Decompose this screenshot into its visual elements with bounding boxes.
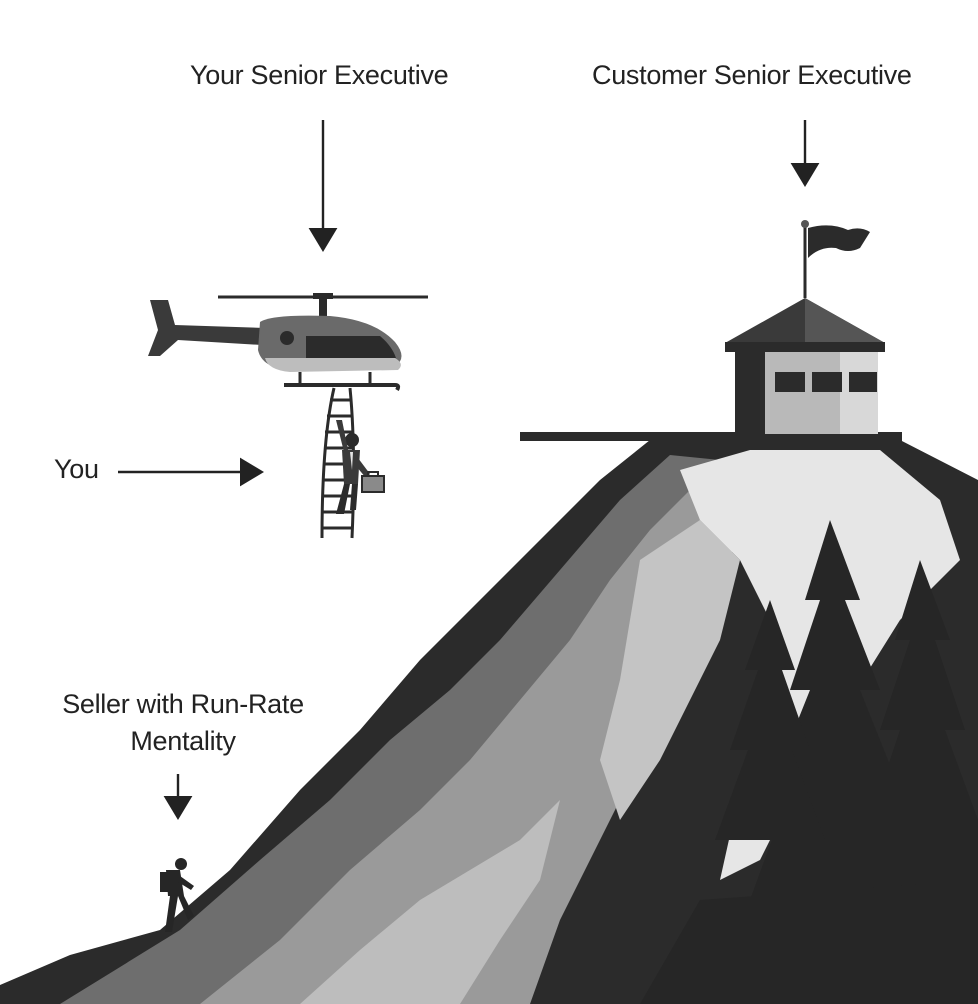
helicopter-icon: [148, 293, 428, 390]
label-seller-line2: Mentality: [130, 726, 235, 756]
label-customer-senior-executive: Customer Senior Executive: [592, 60, 912, 91]
label-seller-run-rate: Seller with Run-Rate Mentality: [40, 686, 326, 760]
label-you: You: [54, 454, 99, 485]
businessman-icon: [336, 420, 370, 514]
briefcase-icon: [362, 472, 384, 492]
label-seller-line1: Seller with Run-Rate: [62, 689, 304, 719]
hut-icon: [725, 298, 885, 434]
label-your-senior-executive: Your Senior Executive: [190, 60, 448, 91]
flag-icon: [801, 220, 870, 298]
